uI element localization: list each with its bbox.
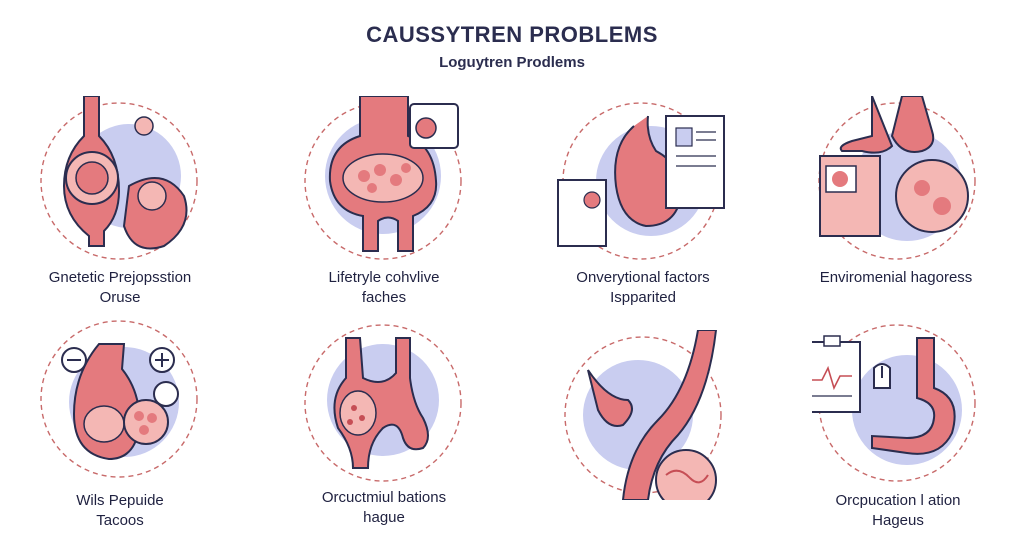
page-subtitle: Loguytren Prodlems [439, 54, 585, 71]
illustration-2 [298, 96, 468, 266]
illustration-6 [298, 318, 468, 488]
item-label-4: Enviromenial hagoress [819, 269, 973, 286]
illustration-5 [34, 314, 204, 484]
illustration-7 [558, 330, 728, 500]
illustration-3 [556, 96, 726, 266]
illustration-4 [812, 96, 982, 266]
page-title: CAUSSYTREN PROBLEMS [366, 22, 658, 47]
illustration-1 [34, 96, 204, 266]
illustration-8 [812, 318, 982, 488]
